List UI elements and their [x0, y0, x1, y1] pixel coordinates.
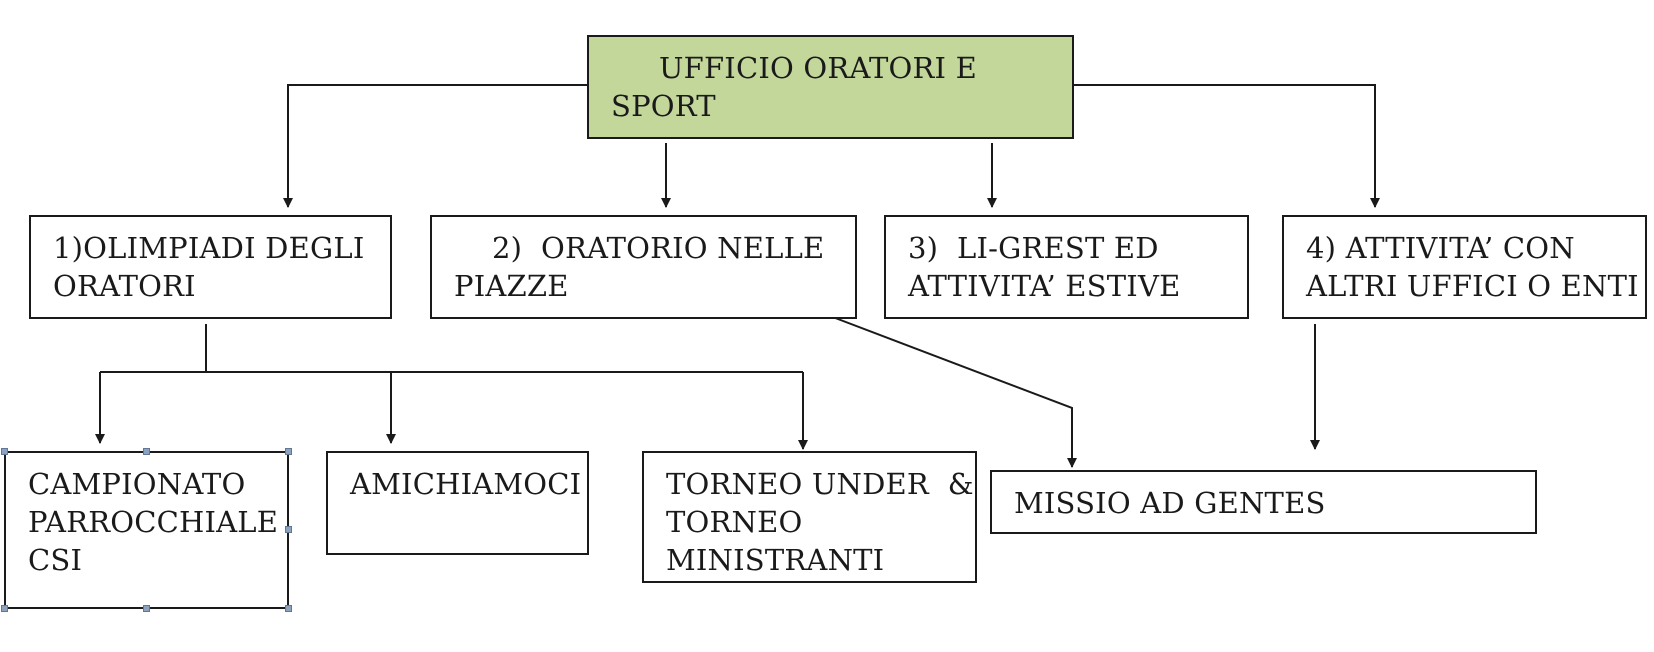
node-line-2: PIAZZE: [454, 269, 569, 303]
node-line-2: ATTIVITA’ ESTIVE: [908, 269, 1181, 303]
selection-handle-top-mid[interactable]: [143, 448, 150, 455]
node-attivita-altri-uffici[interactable]: 4) ATTIVITA’ CON ALTRI UFFICI O ENTI: [1282, 215, 1647, 319]
node-line-2: PARROCCHIALE: [28, 505, 279, 539]
connector-root-to-olimpiadi: [283, 84, 588, 208]
selection-handle-bottom-right[interactable]: [285, 605, 292, 612]
connector-root-to-attivita: [1073, 84, 1380, 208]
node-oratorio-nelle-piazze[interactable]: 2) ORATORIO NELLE PIAZZE: [430, 215, 857, 319]
node-line-1: 2) ORATORIO NELLE: [492, 231, 825, 265]
connector-oratorio-to-missio: [829, 315, 1077, 468]
node-line-2: ORATORI: [53, 269, 196, 303]
node-line-3: CSI: [28, 543, 83, 577]
root-node-ufficio-oratori[interactable]: UFFICIO ORATORI E SPORT: [587, 35, 1074, 139]
selection-handle-top-left[interactable]: [1, 448, 8, 455]
node-olimpiadi-degli-oratori[interactable]: 1)OLIMPIADI DEGLI ORATORI: [29, 215, 392, 319]
selection-handle-bottom-left[interactable]: [1, 605, 8, 612]
node-line-1: 3) LI-GREST ED: [908, 231, 1159, 265]
selection-handle-bottom-mid[interactable]: [143, 605, 150, 612]
node-line-1: 4) ATTIVITA’ CON: [1306, 231, 1575, 265]
root-node-line-1: UFFICIO ORATORI E: [659, 51, 977, 85]
node-line-1: CAMPIONATO: [28, 467, 246, 501]
node-missio-ad-gentes[interactable]: MISSIO AD GENTES: [990, 470, 1537, 534]
node-line-1: 1)OLIMPIADI DEGLI: [53, 231, 365, 265]
node-line-1: AMICHIAMOCI: [350, 467, 582, 501]
root-node-line-2: SPORT: [611, 89, 716, 123]
node-line-2: ALTRI UFFICI O ENTI: [1306, 269, 1639, 303]
selection-handle-top-right[interactable]: [285, 448, 292, 455]
node-campionato-parrocchiale-csi[interactable]: CAMPIONATO PARROCCHIALE CSI: [4, 451, 289, 609]
node-line-2: TORNEO: [666, 505, 803, 539]
node-line-1: MISSIO AD GENTES: [1014, 486, 1326, 520]
node-line-3: MINISTRANTI: [666, 543, 885, 577]
node-torneo-under-ministranti[interactable]: TORNEO UNDER & TORNEO MINISTRANTI: [642, 451, 977, 583]
node-amichiamoci[interactable]: AMICHIAMOCI: [326, 451, 589, 555]
selection-handle-mid-right[interactable]: [285, 526, 292, 533]
node-line-1: TORNEO UNDER &: [666, 467, 974, 501]
node-li-grest-attivita-estive[interactable]: 3) LI-GREST ED ATTIVITA’ ESTIVE: [884, 215, 1249, 319]
